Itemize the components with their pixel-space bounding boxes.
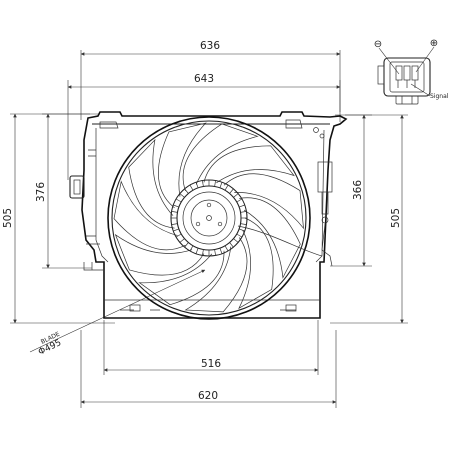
hub-rib	[229, 242, 234, 248]
dim-505-left: 505	[2, 208, 14, 228]
dim-376: 376	[35, 182, 47, 202]
connector-detail	[377, 46, 435, 105]
hub-rib	[171, 211, 178, 213]
fan-blade	[184, 237, 248, 313]
hub-rib	[214, 249, 216, 256]
dim-516: 516	[201, 358, 221, 370]
dim-505-right: 505	[390, 208, 402, 228]
fan-blades	[113, 122, 304, 313]
hub-rib	[233, 193, 239, 198]
hub-rib	[229, 188, 234, 194]
hub-rib	[195, 247, 199, 254]
hub-rib	[224, 184, 229, 191]
hub-rib	[202, 249, 204, 256]
hub-rib	[238, 228, 245, 232]
hub-rib	[224, 245, 229, 252]
dim-643: 643	[194, 73, 214, 85]
hub-rib	[219, 182, 223, 189]
fan-blade	[203, 145, 295, 184]
fan-blade	[238, 217, 274, 310]
hub-rib	[236, 233, 243, 238]
plus-terminal-icon: ⊕	[430, 38, 438, 49]
dim-620: 620	[198, 390, 218, 402]
minus-terminal-icon: ⊖	[374, 39, 382, 50]
fan-ring	[107, 116, 311, 320]
dim-636: 636	[200, 40, 220, 52]
fan-blade	[114, 233, 205, 276]
hub-rib	[171, 223, 178, 225]
hub-rib	[233, 238, 239, 243]
hub-rib	[219, 247, 223, 254]
hub-rib	[179, 193, 185, 198]
fan-blade	[239, 197, 301, 279]
dimension-lines	[10, 50, 408, 408]
hub-rib	[240, 223, 247, 225]
hub-rib	[189, 245, 194, 252]
hub-rib	[184, 242, 189, 248]
hub-rib	[238, 204, 245, 208]
hub-rib	[184, 188, 189, 194]
shroud-frame	[69, 111, 348, 319]
hub-rib	[240, 211, 247, 213]
motor-cable	[237, 225, 323, 257]
fan-blade	[158, 122, 207, 209]
hub-rib	[189, 184, 194, 191]
fan-blade	[128, 138, 175, 229]
hub-rib	[173, 204, 180, 208]
hub-rib	[195, 182, 199, 189]
signal-label: Signal	[430, 93, 449, 100]
hub-rib	[214, 180, 216, 187]
fan-blade	[182, 123, 259, 191]
fan-blade	[223, 173, 304, 230]
fan-blade	[113, 180, 186, 251]
hub-rib	[202, 180, 204, 187]
hub-rib	[179, 238, 185, 243]
hub-rib	[173, 228, 180, 232]
hub-rib	[175, 198, 182, 203]
hub-rib	[236, 198, 243, 203]
dim-366: 366	[352, 180, 364, 200]
fan-blade	[138, 250, 225, 306]
fan-hub	[170, 179, 248, 257]
hub-rib	[175, 233, 182, 238]
